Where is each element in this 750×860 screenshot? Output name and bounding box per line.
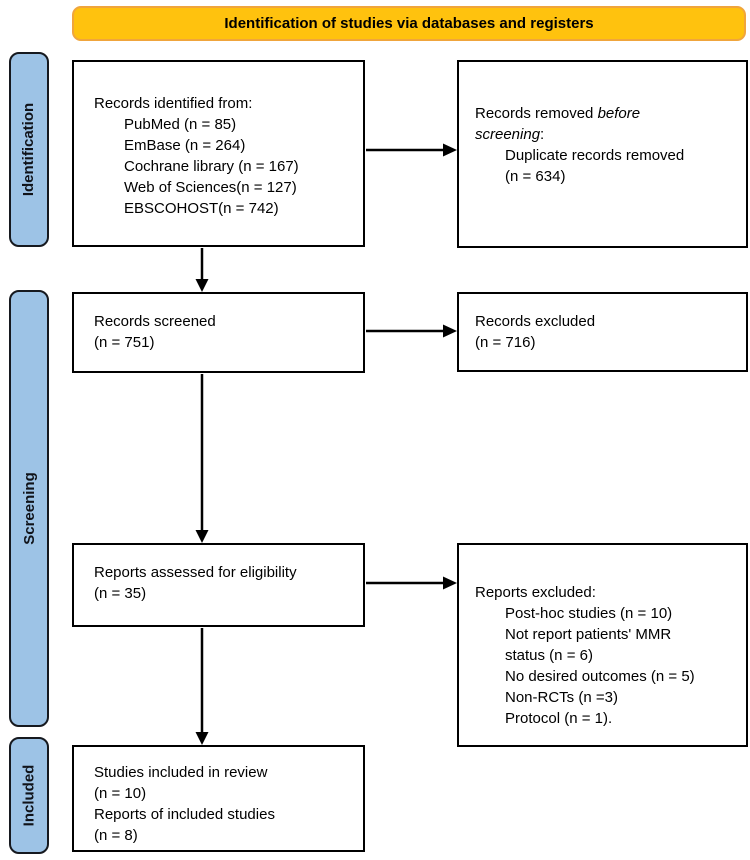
- studies-included-box: Studies included in review (n = 10) Report…: [72, 745, 365, 852]
- reports-assessed-lines: Reports assessed for eligibility (n = 35): [94, 562, 355, 604]
- records-removed-intro: Records removed before screening:: [475, 103, 673, 145]
- removed-count-line: (n = 634): [505, 168, 566, 185]
- database-count-line: PubMed (n = 85): [124, 116, 237, 133]
- exclusion-reason-line: Post-hoc studies (n = 10): [505, 605, 673, 622]
- records-removed-intro-suffix: :: [540, 126, 545, 143]
- screened-line: (n = 751): [94, 334, 155, 351]
- assessed-line: (n = 35): [94, 585, 147, 602]
- assessed-line: Reports assessed for eligibility: [94, 564, 297, 581]
- stage-label-identification-text: Identification: [20, 102, 38, 197]
- reports-excluded-box: Reports excluded: Post-hoc studies (n = …: [457, 543, 748, 747]
- arrow-assessed-to-reports-excluded: [366, 576, 457, 590]
- stage-label-identification: Identification: [9, 52, 49, 247]
- exclusion-reason-line: Protocol (n = 1).: [505, 710, 613, 727]
- records-removed-box: Records removed before screening: Duplic…: [457, 60, 748, 248]
- excluded-line: Records excluded: [475, 313, 596, 330]
- exclusion-reason-line: Non-RCTs (n =3): [505, 689, 618, 706]
- diagram-title: Identification of studies via databases …: [224, 15, 594, 32]
- database-count-line: EmBase (n = 264): [124, 137, 246, 154]
- records-removed-intro-prefix: Records removed: [475, 105, 598, 122]
- exclusion-reason-line: Not report patients' MMR: [505, 626, 672, 643]
- stage-label-screening: Screening: [9, 290, 49, 727]
- records-screened-lines: Records screened (n = 751): [94, 311, 355, 353]
- records-excluded-box: Records excluded (n = 716): [457, 292, 748, 372]
- records-removed-intro-italic: before screening: [475, 105, 641, 143]
- arrow-identified-to-removed: [366, 143, 457, 157]
- records-removed-lines: Duplicate records removed (n = 634): [475, 145, 738, 187]
- records-screened-box: Records screened (n = 751): [72, 292, 365, 373]
- included-line: (n = 8): [94, 827, 138, 844]
- stage-label-included: Included: [9, 737, 49, 854]
- arrow-assessed-to-included: [195, 628, 209, 745]
- arrow-screened-to-excluded: [366, 324, 457, 338]
- removed-count-line: Duplicate records removed: [505, 147, 685, 164]
- exclusion-reason-line: No desired outcomes (n = 5): [505, 668, 695, 685]
- database-count-line: Cochrane library (n = 167): [124, 158, 299, 175]
- included-line: (n = 10): [94, 785, 147, 802]
- database-count-line: EBSCOHOST(n = 742): [124, 200, 279, 217]
- included-line: Reports of included studies: [94, 806, 275, 823]
- screened-line: Records screened: [94, 313, 216, 330]
- diagram-title-banner: Identification of studies via databases …: [72, 6, 746, 41]
- reports-excluded-intro: Reports excluded:: [475, 584, 596, 601]
- records-excluded-lines: Records excluded (n = 716): [475, 311, 738, 353]
- included-line: Studies included in review: [94, 764, 268, 781]
- exclusion-reason-line: status (n = 6): [505, 647, 593, 664]
- records-identified-box: Records identified from: PubMed (n = 85)…: [72, 60, 365, 247]
- arrow-identified-to-screened: [195, 248, 209, 292]
- excluded-line: (n = 716): [475, 334, 536, 351]
- studies-included-lines: Studies included in review (n = 10) Report…: [94, 762, 355, 846]
- records-identified-lines: PubMed (n = 85) EmBase (n = 264) Cochrane …: [94, 114, 355, 219]
- records-identified-intro: Records identified from:: [94, 95, 253, 112]
- reports-assessed-box: Reports assessed for eligibility (n = 35): [72, 543, 365, 627]
- arrow-screened-to-assessed: [195, 374, 209, 543]
- reports-excluded-lines: Post-hoc studies (n = 10) Not report pati…: [475, 603, 738, 729]
- stage-label-included-text: Included: [20, 764, 38, 827]
- database-count-line: Web of Sciences(n = 127): [124, 179, 297, 196]
- stage-label-screening-text: Screening: [20, 472, 38, 545]
